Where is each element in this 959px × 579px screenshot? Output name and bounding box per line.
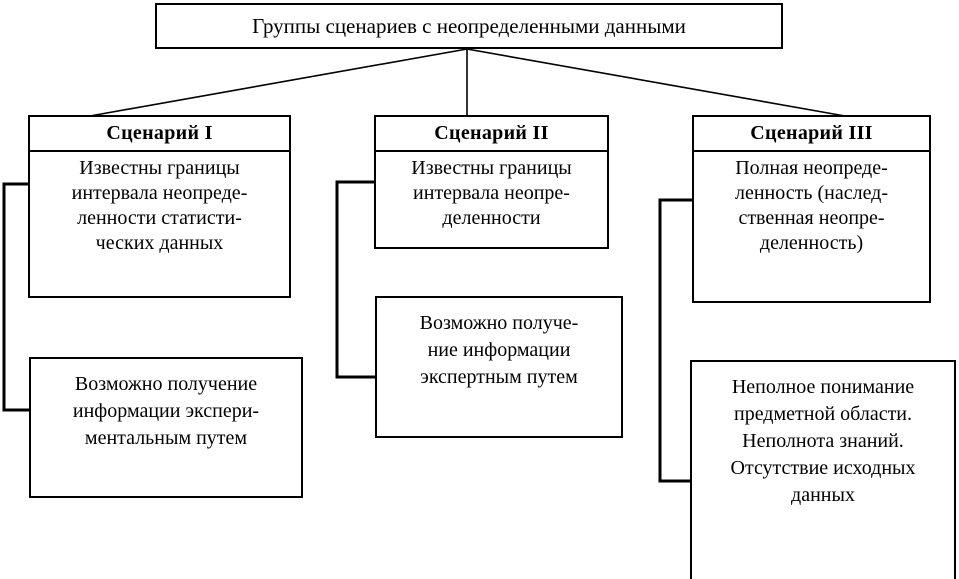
detail-box-2: Возможно получе- ние информации экспертн… (375, 296, 623, 438)
connector-bracket-3 (658, 198, 692, 483)
scenario-box-3: Сценарий III Полная неопреде- ленность (… (692, 115, 931, 303)
connector-bracket-2 (335, 180, 375, 379)
scenario-1-heading: Сценарий I (30, 117, 289, 152)
scenario-1-body: Известны границы интервала неопреде- лен… (71, 157, 248, 254)
scenario-2-heading: Сценарий II (376, 117, 607, 152)
detail-3-text: Неполное понимание предметной области. Н… (730, 376, 916, 506)
detail-2-text: Возможно получе- ние информации экспертн… (419, 312, 579, 388)
connector-title-to-scenario-1 (89, 48, 468, 117)
scenario-2-body: Известны границы интервала неопре- делен… (411, 157, 572, 229)
scenario-box-1: Сценарий I Известны границы интервала не… (28, 115, 291, 298)
detail-1-text: Возможно получение информации экспери- м… (72, 373, 260, 449)
diagram-title-box: Группы сценариев с неопределенными данны… (155, 3, 783, 49)
detail-box-1: Возможно получение информации экспери- м… (29, 357, 303, 498)
connector-title-to-scenario-3 (466, 48, 846, 117)
connector-bracket-1 (2, 182, 29, 412)
diagram-title-text: Группы сценариев с неопределенными данны… (252, 14, 686, 38)
scenario-3-body: Полная неопреде- ленность (наслед- ствен… (734, 157, 889, 254)
scenario-3-heading: Сценарий III (694, 117, 929, 152)
detail-box-3: Неполное понимание предметной области. Н… (690, 360, 956, 579)
scenario-box-2: Сценарий II Известны границы интервала н… (374, 115, 609, 249)
